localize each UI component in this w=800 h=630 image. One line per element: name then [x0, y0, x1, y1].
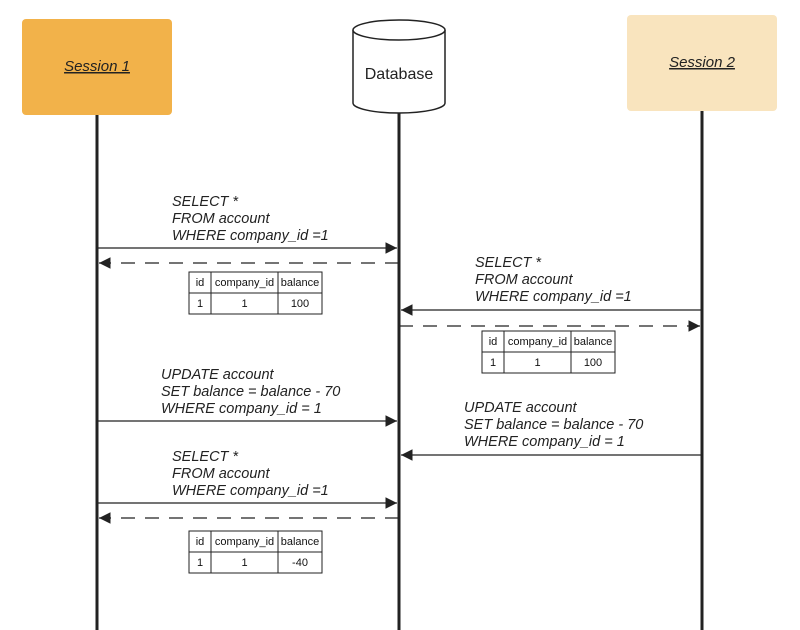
message-line: WHERE company_id = 1 [161, 401, 322, 417]
database-cylinder-top [352, 19, 446, 41]
database-cylinder-body [352, 30, 446, 114]
message-line: WHERE company_id = 1 [464, 434, 625, 450]
table-header-cell: company_id [215, 536, 274, 548]
table-cell: 1 [534, 357, 540, 369]
result-table-2: id company_id balance 1 1 100 [481, 330, 616, 374]
message-line: SET balance = balance - 70 [464, 417, 643, 433]
message-line: FROM account [475, 272, 573, 288]
message-line: SET balance = balance - 70 [161, 384, 340, 400]
database-label: Database [365, 66, 434, 83]
session1-box [22, 19, 172, 115]
table-cell: 100 [584, 357, 602, 369]
table-header-cell: balance [281, 536, 320, 548]
table-cell: -40 [292, 557, 308, 569]
table-header-cell: company_id [508, 336, 567, 348]
message-update-1: UPDATE account SET balance = balance - 7… [97, 367, 397, 427]
session2-box [627, 15, 777, 111]
table-cell: 1 [197, 557, 203, 569]
message-line: SELECT * [475, 255, 542, 271]
message-line: FROM account [172, 211, 270, 227]
session1-actor: Session 1 [22, 19, 172, 115]
message-select-1: SELECT * FROM account WHERE company_id =… [97, 194, 397, 254]
message-line: SELECT * [172, 194, 239, 210]
table-header-cell: id [489, 336, 498, 348]
message-line: WHERE company_id =1 [172, 228, 329, 244]
message-select-2: SELECT * FROM account WHERE company_id =… [401, 255, 702, 316]
message-line: UPDATE account [464, 400, 578, 416]
table-cell: 100 [291, 298, 309, 310]
session2-actor: Session 2 [627, 15, 777, 111]
table-cell: 1 [490, 357, 496, 369]
message-line: UPDATE account [161, 367, 275, 383]
message-line: FROM account [172, 466, 270, 482]
table-cell: 1 [241, 557, 247, 569]
result-table-1: id company_id balance 1 1 100 [188, 271, 323, 315]
message-line: WHERE company_id =1 [172, 483, 329, 499]
message-line: SELECT * [172, 449, 239, 465]
session2-label: Session 2 [669, 54, 736, 71]
session1-label: Session 1 [64, 58, 130, 75]
table-header-cell: company_id [215, 277, 274, 289]
table-cell: 1 [241, 298, 247, 310]
table-header-cell: balance [574, 336, 613, 348]
message-line: WHERE company_id =1 [475, 289, 632, 305]
table-header-cell: id [196, 536, 205, 548]
message-select-3: SELECT * FROM account WHERE company_id =… [97, 449, 397, 509]
table-header-cell: id [196, 277, 205, 289]
message-update-2: UPDATE account SET balance = balance - 7… [401, 400, 702, 461]
table-cell: 1 [197, 298, 203, 310]
table-header-cell: balance [281, 277, 320, 289]
database-actor: Database [352, 19, 446, 114]
result-table-3: id company_id balance 1 1 -40 [188, 530, 323, 574]
